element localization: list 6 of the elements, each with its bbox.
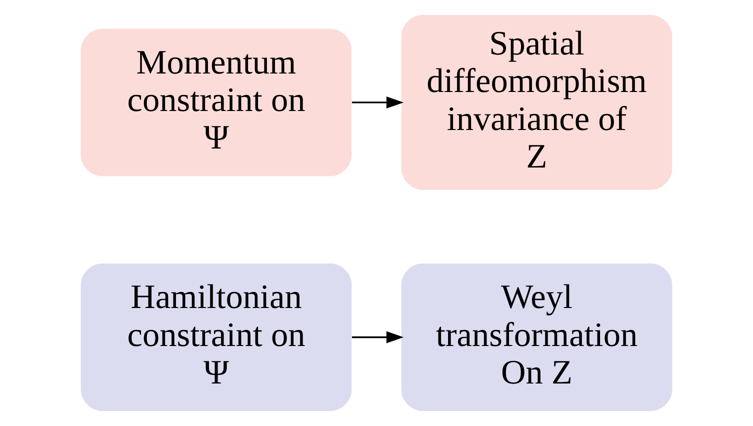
node-box: Spatial diffeomorphism invariance of Z xyxy=(401,15,672,190)
arrow xyxy=(352,331,404,344)
arrow xyxy=(352,96,404,108)
node-box: Momentum constraint on Ψ xyxy=(80,28,352,176)
node-box: Weyl transformation On Z xyxy=(401,264,672,411)
node-box: Hamiltonian constraint on Ψ xyxy=(80,264,352,411)
